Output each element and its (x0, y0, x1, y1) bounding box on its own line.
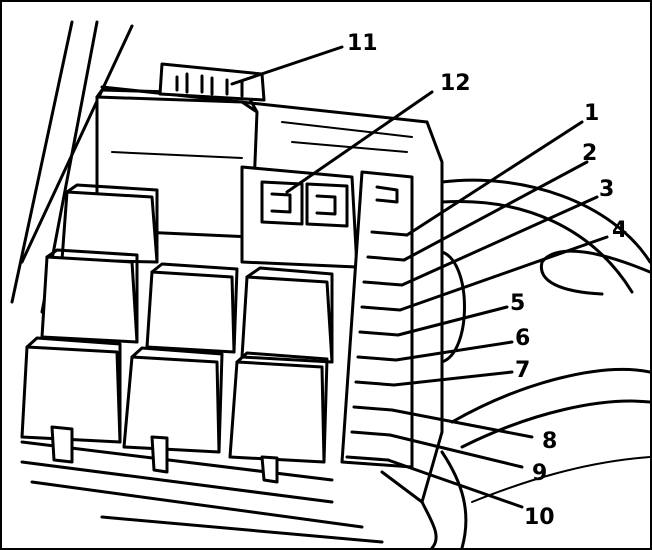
callout-3: 3 (599, 177, 614, 202)
leader-3 (400, 195, 599, 287)
leader-2 (402, 160, 589, 262)
fuse-11 (158, 62, 266, 102)
leader-5 (396, 305, 509, 337)
callout-7: 7 (515, 358, 530, 383)
blade-fuse-strip (340, 170, 414, 469)
callout-6: 6 (515, 326, 530, 351)
leader-4 (398, 235, 609, 312)
callout-10: 10 (524, 505, 555, 530)
callout-2: 2 (582, 141, 597, 166)
leader-6 (394, 340, 514, 362)
leader-lines (230, 45, 609, 509)
leader-8 (390, 408, 534, 439)
callout-labels: 11 12 1 2 3 4 5 6 7 8 9 10 (347, 31, 627, 530)
leader-12 (285, 90, 434, 194)
relays-middle-column (122, 262, 239, 474)
relays-left-column (20, 183, 159, 464)
wiring-harness (420, 178, 650, 548)
callout-5: 5 (510, 291, 525, 316)
callout-1: 1 (584, 101, 599, 126)
fuses-12 (260, 180, 349, 228)
leader-1 (405, 120, 584, 237)
callout-4: 4 (612, 218, 627, 243)
callout-11: 11 (347, 31, 378, 56)
leader-7 (392, 370, 514, 387)
leader-10 (386, 458, 524, 509)
callout-8: 8 (542, 429, 557, 454)
callout-12: 12 (440, 71, 471, 96)
leader-9 (388, 433, 524, 469)
leader-11 (230, 45, 344, 86)
callout-9: 9 (532, 461, 547, 486)
box-outline (10, 20, 444, 544)
